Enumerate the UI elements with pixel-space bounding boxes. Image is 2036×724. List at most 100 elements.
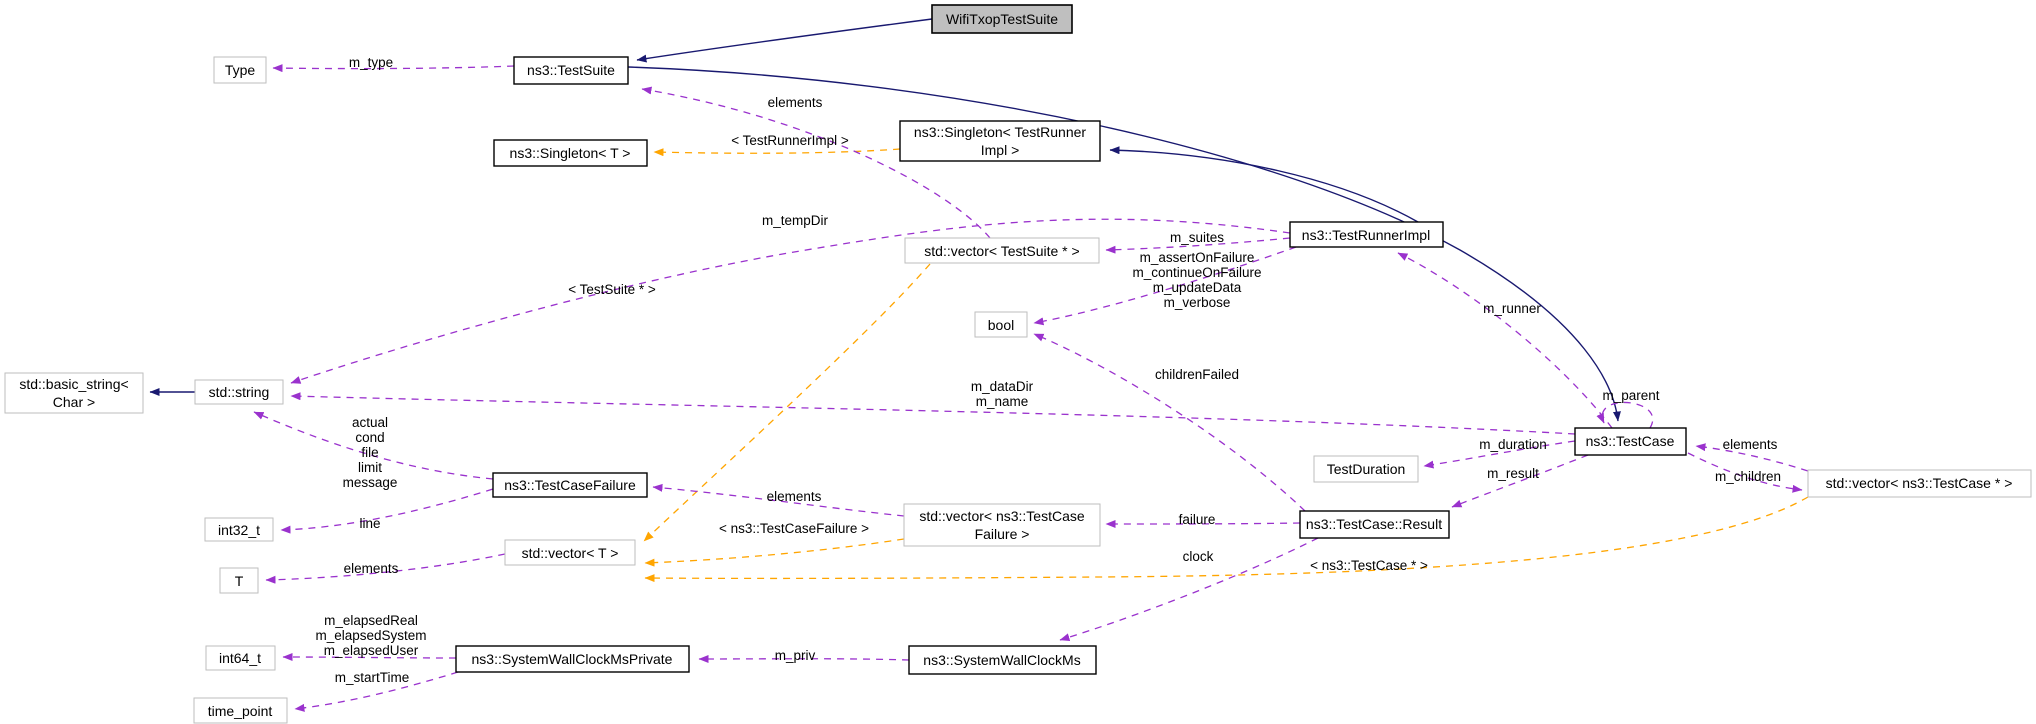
svg-text:ns3::TestCase::Result: ns3::TestCase::Result xyxy=(1306,516,1442,532)
node-testcase[interactable]: ns3::TestCase xyxy=(1574,427,1687,456)
svg-text:std::vector< TestSuite * >: std::vector< TestSuite * > xyxy=(924,243,1079,259)
edge-m-priv xyxy=(698,654,910,663)
edge-failure xyxy=(1105,519,1301,528)
svg-text:time_point: time_point xyxy=(208,703,273,719)
svg-text:Char >: Char > xyxy=(53,394,95,410)
label-tcf-file: file xyxy=(361,445,378,460)
label-elements-t: elements xyxy=(344,561,399,576)
svg-text:Failure >: Failure > xyxy=(975,526,1030,542)
edge-runner-flags-to-bool xyxy=(1033,246,1297,326)
node-testsuite[interactable]: ns3::TestSuite xyxy=(513,56,629,85)
usage-edges xyxy=(253,64,1809,712)
node-int32-t[interactable]: int32_t xyxy=(204,517,274,542)
node-systemwallclockmsprivate[interactable]: ns3::SystemWallClockMsPrivate xyxy=(455,645,690,673)
svg-text:bool: bool xyxy=(988,317,1014,333)
edge-m-datadir-m-name xyxy=(290,392,1576,435)
svg-text:int64_t: int64_t xyxy=(219,650,261,666)
label-tpl-testcasefailure: < ns3::TestCaseFailure > xyxy=(719,521,869,536)
edge-m-runner xyxy=(1397,252,1613,429)
svg-text:std::string: std::string xyxy=(209,384,270,400)
label-m-datadir: m_dataDir xyxy=(971,379,1034,394)
edge-elements-t xyxy=(265,553,506,584)
label-m-elapseduser: m_elapsedUser xyxy=(324,643,419,658)
node-vector-t[interactable]: std::vector< T > xyxy=(504,539,636,566)
label-tcf-cond: cond xyxy=(355,430,384,445)
edge-tcf-strings xyxy=(253,411,494,480)
edge-testsuite-to-testcase xyxy=(627,66,1621,422)
node-testcase-result[interactable]: ns3::TestCase::Result xyxy=(1299,510,1450,539)
edge-m-type xyxy=(272,64,515,73)
node-singleton-testrunnerimpl[interactable]: ns3::Singleton< TestRunner Impl > xyxy=(899,120,1101,162)
node-t[interactable]: T xyxy=(219,567,259,594)
node-vector-testsuite[interactable]: std::vector< TestSuite * > xyxy=(904,237,1100,264)
edge-m-duration xyxy=(1423,440,1576,469)
edge-m-parent-selfloop xyxy=(1596,401,1654,429)
label-m-updatedata: m_updateData xyxy=(1153,280,1242,295)
node-int64-t[interactable]: int64_t xyxy=(205,645,276,671)
label-tcf-message: message xyxy=(343,475,398,490)
svg-text:ns3::Singleton< T >: ns3::Singleton< T > xyxy=(510,145,631,161)
label-m-duration: m_duration xyxy=(1479,437,1547,452)
label-m-assertonfailure: m_assertOnFailure xyxy=(1140,250,1255,265)
label-m-elapsedsystem: m_elapsedSystem xyxy=(315,628,426,643)
svg-text:WifiTxopTestSuite: WifiTxopTestSuite xyxy=(946,11,1058,27)
edge-wifitxop-to-testsuite xyxy=(636,18,933,63)
edge-childrenfailed-to-bool xyxy=(1033,333,1306,512)
node-vector-testcasefailure[interactable]: std::vector< ns3::TestCase Failure > xyxy=(903,503,1101,547)
label-m-continueonfailure: m_continueOnFailure xyxy=(1132,265,1261,280)
node-bool[interactable]: bool xyxy=(974,311,1028,338)
svg-text:Impl >: Impl > xyxy=(981,142,1020,158)
edge-elements-children xyxy=(1695,443,1809,472)
edge-vectcf-to-vectort xyxy=(644,538,905,567)
label-tpl-testsuite-ptr: < TestSuite * > xyxy=(568,282,656,297)
node-time-point[interactable]: time_point xyxy=(193,697,288,724)
edge-vectestsuite-to-vectort xyxy=(643,263,931,542)
inheritance-edges xyxy=(149,18,1621,422)
node-systemwallclockms[interactable]: ns3::SystemWallClockMs xyxy=(908,645,1097,675)
node-basic-string[interactable]: std::basic_string< Char > xyxy=(4,372,144,414)
label-m-name: m_name xyxy=(976,394,1029,409)
node-testrunnerimpl[interactable]: ns3::TestRunnerImpl xyxy=(1289,221,1444,248)
label-m-parent: m_parent xyxy=(1602,388,1659,403)
svg-text:ns3::TestCaseFailure: ns3::TestCaseFailure xyxy=(504,477,636,493)
label-m-tempdir: m_tempDir xyxy=(762,213,829,228)
edge-m-tempdir xyxy=(290,218,1291,384)
template-edges xyxy=(643,148,1809,583)
label-tcf-limit: limit xyxy=(358,460,382,475)
node-singleton-t[interactable]: ns3::Singleton< T > xyxy=(493,139,648,167)
label-elements-suites: elements xyxy=(768,95,823,110)
label-clock: clock xyxy=(1183,549,1214,564)
node-vector-testcase[interactable]: std::vector< ns3::TestCase * > xyxy=(1807,469,2032,498)
node-std-string[interactable]: std::string xyxy=(194,379,284,405)
svg-text:int32_t: int32_t xyxy=(218,522,260,538)
edge-elements-failures xyxy=(652,483,905,517)
svg-text:ns3::TestSuite: ns3::TestSuite xyxy=(527,62,615,78)
svg-text:T: T xyxy=(235,573,244,589)
node-wifitxoptestsuite: WifiTxopTestSuite xyxy=(931,4,1073,34)
edge-m-result xyxy=(1451,454,1589,508)
svg-text:std::basic_string<: std::basic_string< xyxy=(19,376,128,392)
label-m-starttime: m_startTime xyxy=(335,670,410,685)
node-testcasefailure[interactable]: ns3::TestCaseFailure xyxy=(492,472,648,498)
edge-elements-suites xyxy=(641,86,991,239)
label-tcf-actual: actual xyxy=(352,415,388,430)
label-m-suites: m_suites xyxy=(1170,230,1224,245)
label-tpl-testcase-ptr: < ns3::TestCase * > xyxy=(1310,558,1428,573)
node-testduration[interactable]: TestDuration xyxy=(1313,455,1419,483)
label-m-runner: m_runner xyxy=(1483,301,1541,316)
svg-text:ns3::Singleton< TestRunner: ns3::Singleton< TestRunner xyxy=(914,124,1086,140)
label-m-children: m_children xyxy=(1715,469,1781,484)
svg-text:ns3::SystemWallClockMs: ns3::SystemWallClockMs xyxy=(923,652,1080,668)
svg-text:ns3::TestRunnerImpl: ns3::TestRunnerImpl xyxy=(1302,227,1430,243)
svg-text:ns3::TestCase: ns3::TestCase xyxy=(1586,433,1675,449)
edge-m-starttime xyxy=(294,671,459,712)
edge-m-suites xyxy=(1105,237,1291,254)
edge-testrunnerimpl-to-singleton xyxy=(1109,146,1419,223)
edge-clock xyxy=(1059,537,1319,642)
node-type[interactable]: Type xyxy=(213,56,267,84)
edge-singletontri-to-singletont xyxy=(653,148,901,157)
label-line: line xyxy=(359,516,380,531)
label-elements-children: elements xyxy=(1723,437,1778,452)
label-elements-failures: elements xyxy=(767,489,822,504)
